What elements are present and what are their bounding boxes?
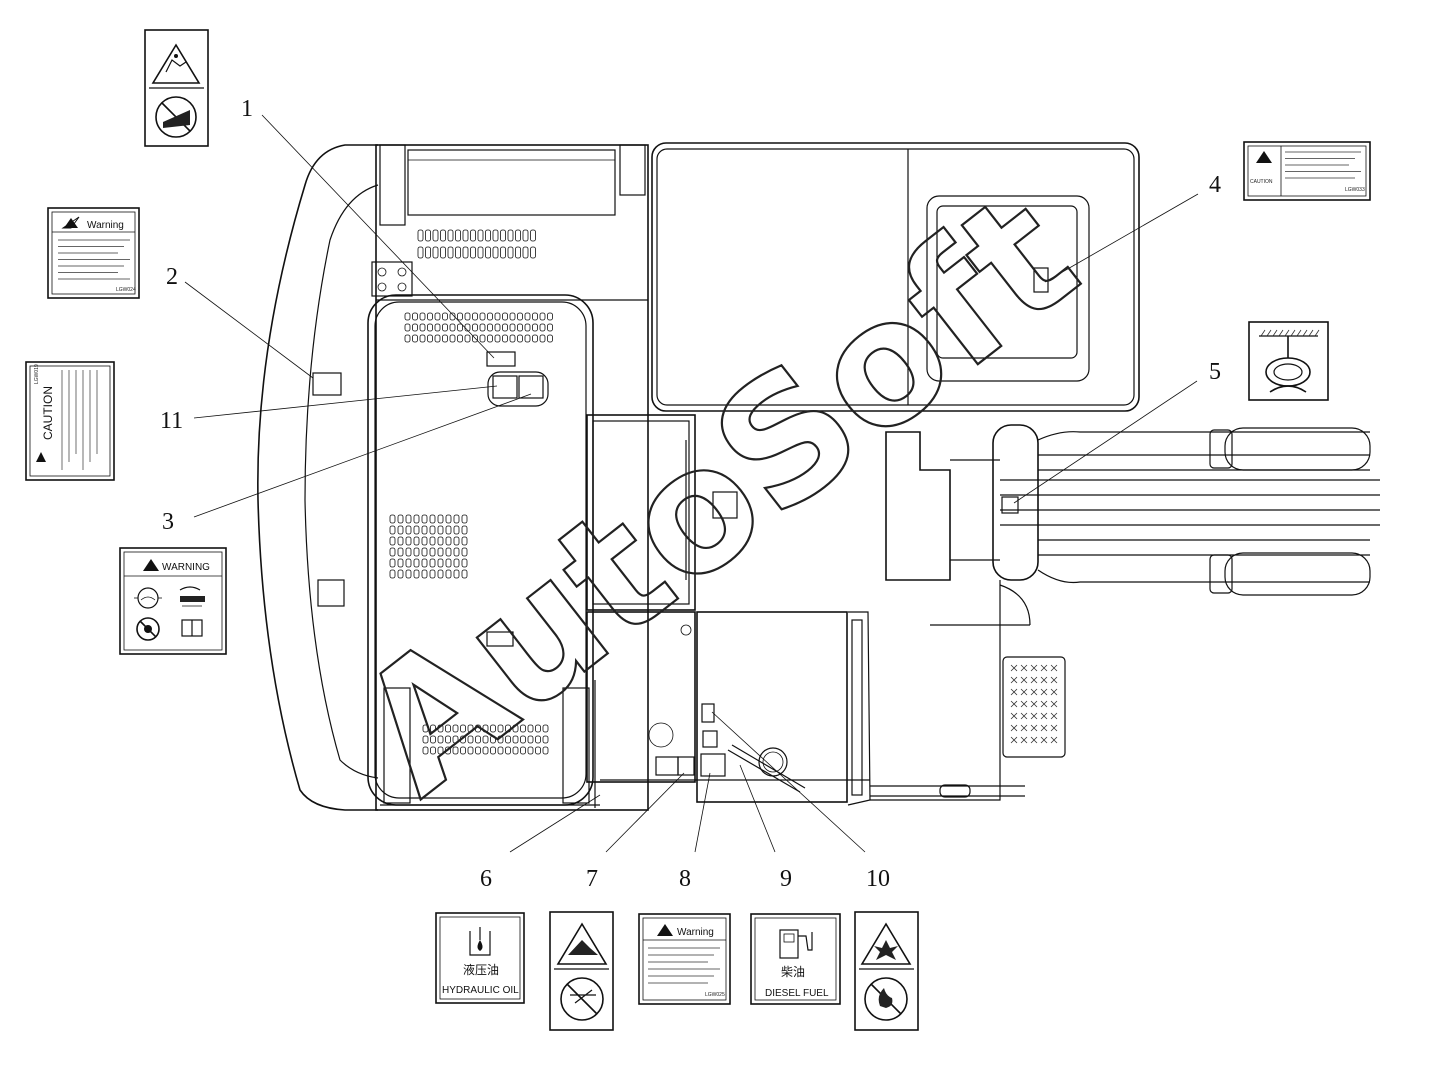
caution-title: CAUTION (1250, 179, 1273, 185)
decal-code: LGW033 (1345, 187, 1365, 193)
callout-9: 9 (780, 866, 792, 892)
decal-slip-no-step (144, 29, 209, 147)
no-step-icon (155, 96, 197, 138)
decal-fan-hazard (549, 911, 614, 1031)
warning-title: Warning (677, 927, 714, 938)
caution-title: CAUTION (41, 386, 55, 440)
decal-hydraulic-oil: 液压油 HYDRAULIC OIL (435, 912, 525, 1004)
no-open-flame-icon (864, 977, 908, 1021)
callout-10: 10 (866, 866, 890, 892)
hydraulic-oil-en: HYDRAULIC OIL (442, 985, 519, 996)
warning-title: WARNING (162, 562, 210, 573)
fuel-pump-icon (779, 929, 813, 959)
diesel-fuel-en: DIESEL FUEL (765, 988, 829, 999)
read-manual-icon (181, 619, 203, 637)
no-touch-icon (136, 617, 160, 641)
rotating-fan-icon (134, 587, 162, 609)
decal-water-caution: CAUTION LGW019 (25, 361, 115, 481)
decal-code: LGW024 (116, 287, 136, 293)
callout-2: 2 (166, 264, 178, 290)
callout-numbers: 1 2 3 4 5 6 7 8 9 10 11 (160, 96, 1221, 892)
hot-fluid-icon (179, 586, 205, 607)
vent-grid-top (417, 229, 536, 259)
callout-1: 1 (241, 96, 253, 122)
callout-leaders (184, 114, 1199, 853)
callout-11: 11 (160, 408, 183, 434)
lifting-point-icon (1259, 329, 1320, 393)
callout-7: 7 (586, 866, 598, 892)
decal-code: LGW025 (705, 992, 725, 998)
warning-title: Warning (87, 220, 124, 231)
decal-code: LGW019 (34, 364, 40, 384)
decal-counterweight-warning: Warning LGW024 (47, 207, 140, 299)
callout-5: 5 (1209, 359, 1221, 385)
decal-window-caution: CAUTION LGW033 (1243, 141, 1371, 201)
callout-8: 8 (679, 866, 691, 892)
decal-explosion-no-fire (854, 911, 919, 1031)
machine-top-view (257, 142, 1380, 811)
callout-3: 3 (162, 509, 174, 535)
decal-diesel-fuel: 柴油 DIESEL FUEL (750, 913, 841, 1005)
diesel-fuel-cn: 柴油 (781, 965, 805, 979)
hydraulic-oil-cn: 液压油 (463, 962, 499, 977)
callout-6: 6 (480, 866, 492, 892)
explosion-icon (860, 922, 912, 965)
decal-lifting-point (1248, 321, 1329, 401)
slip-hazard-icon (151, 43, 201, 84)
no-touch-icon (560, 977, 604, 1021)
callout-4: 4 (1209, 172, 1221, 198)
rotating-fan-icon (556, 922, 608, 965)
decal-tank-warning: Warning LGW025 (638, 913, 731, 1005)
decal-engine-warning: WARNING (119, 547, 227, 655)
